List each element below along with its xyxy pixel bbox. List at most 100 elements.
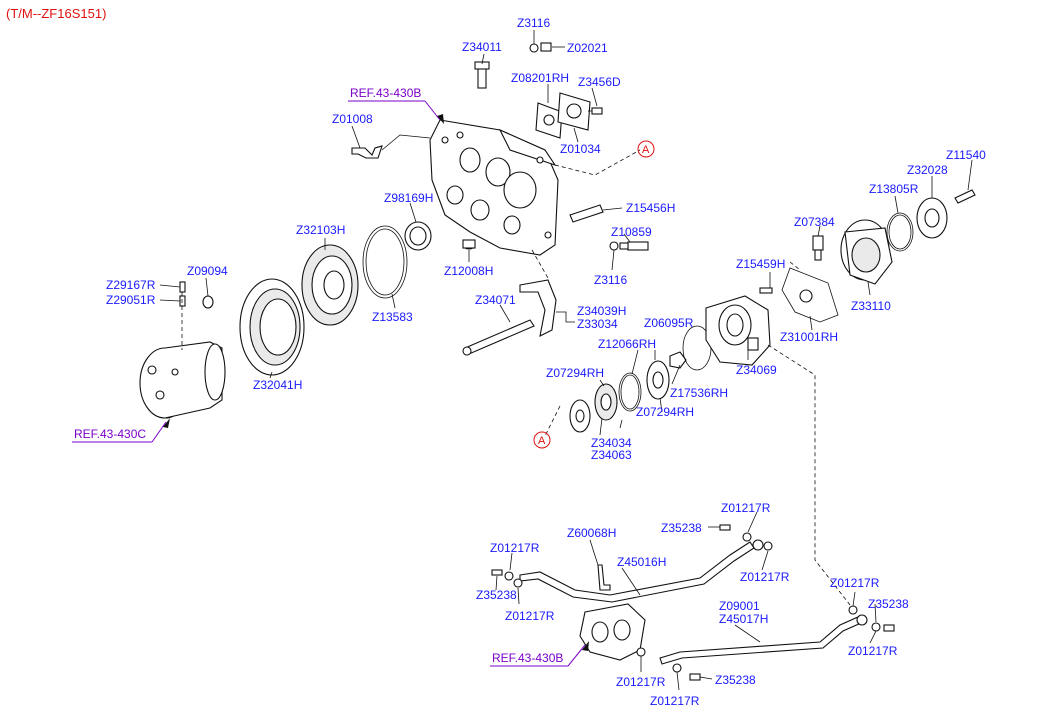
label-z12066rh[interactable]: Z12066RH: [598, 337, 656, 351]
flange-z33110: [840, 219, 893, 285]
ring-z12066rh: [618, 372, 642, 412]
label-z34011[interactable]: Z34011: [462, 40, 502, 54]
label-z01217r-2[interactable]: Z01217R: [490, 541, 540, 555]
label-z10859[interactable]: Z10859: [611, 225, 652, 239]
label-z01008[interactable]: Z01008: [332, 112, 373, 126]
label-z32103h[interactable]: Z32103H: [296, 223, 345, 237]
label-z01217r-5[interactable]: Z01217R: [830, 576, 880, 590]
washer-z01217r-bottom-b: [672, 663, 682, 673]
label-z29051r[interactable]: Z29051R: [106, 293, 156, 307]
bolt-z35238-right: [883, 624, 895, 632]
label-z34071[interactable]: Z34071: [475, 293, 516, 307]
label-z45017h[interactable]: Z45017H: [719, 612, 768, 626]
label-z32041h[interactable]: Z32041H: [253, 378, 302, 392]
label-z09094[interactable]: Z09094: [187, 264, 228, 278]
label-z31001rh[interactable]: Z31001RH: [780, 330, 838, 344]
marker-a-mid: A: [533, 431, 551, 449]
label-z13805r[interactable]: Z13805R: [869, 182, 919, 196]
label-z35238-3[interactable]: Z35238: [868, 597, 909, 611]
bolt-z11540: [954, 189, 976, 204]
label-z02021[interactable]: Z02021: [567, 41, 608, 55]
label-z98169h[interactable]: Z98169H: [384, 191, 433, 205]
label-z35238-1[interactable]: Z35238: [661, 521, 702, 535]
label-z60068h[interactable]: Z60068H: [567, 526, 616, 540]
label-z01217r-7[interactable]: Z01217R: [616, 675, 666, 689]
label-z34034[interactable]: Z34034: [591, 436, 632, 450]
bolt-z35238-top: [719, 524, 731, 531]
label-z13583[interactable]: Z13583: [372, 310, 413, 324]
label-z01034[interactable]: Z01034: [560, 142, 601, 156]
bolt-z35238-bottom: [689, 673, 701, 681]
shift-fork-z34039h: [519, 279, 557, 337]
label-z3116-mid[interactable]: Z3116: [594, 273, 627, 287]
gasket-z31001rh: [781, 267, 839, 323]
label-z34069[interactable]: Z34069: [736, 363, 777, 377]
transmission-housing: [429, 119, 559, 256]
label-z34063[interactable]: Z34063: [591, 448, 632, 462]
label-z12008h[interactable]: Z12008H: [444, 264, 493, 278]
label-z07384[interactable]: Z07384: [794, 215, 835, 229]
label-z15456h[interactable]: Z15456H: [626, 201, 675, 215]
svg-text:A: A: [642, 144, 650, 156]
label-z08201rh[interactable]: Z08201RH: [511, 71, 569, 85]
washer-z34034: [569, 399, 591, 433]
oil-line-z45016h: [519, 539, 764, 603]
label-z17536rh[interactable]: Z17536RH: [670, 386, 728, 400]
bushing-z12008h: [462, 239, 476, 250]
cover-z01034: [557, 92, 591, 131]
label-z01217r-1[interactable]: Z01217R: [721, 501, 771, 515]
bolt-z07384: [812, 235, 824, 261]
bearing-z07294rh: [594, 383, 618, 421]
shift-shaft-z34071: [462, 319, 535, 356]
bolt-z3456d: [588, 107, 603, 115]
washer-z32028: [916, 197, 948, 239]
ref-label-left[interactable]: REF.43-430C: [74, 427, 146, 441]
leader-lines: [159, 30, 973, 691]
label-z33110[interactable]: Z33110: [851, 299, 891, 313]
label-z11540[interactable]: Z11540: [946, 148, 986, 162]
washer-z01217r-right-a: [848, 605, 858, 615]
label-z3456d[interactable]: Z3456D: [578, 75, 621, 89]
oring-z13805r: [886, 212, 914, 252]
label-z3116-top[interactable]: Z3116: [517, 16, 550, 30]
washer-z3116-mid: [609, 241, 619, 251]
washer-z01217r-left-a: [504, 571, 514, 581]
label-z45016h[interactable]: Z45016H: [617, 555, 666, 569]
label-z33034[interactable]: Z33034: [577, 317, 618, 331]
ref-label-bottom[interactable]: REF.43-430B: [492, 651, 563, 665]
label-z06095r[interactable]: Z06095R: [644, 316, 694, 330]
washer-z3116: [529, 43, 539, 53]
part-labels: Z3116 Z34011 Z02021 Z08201RH Z3456D Z010…: [106, 16, 986, 708]
housing-z34069: [705, 295, 771, 366]
ref-label-top[interactable]: REF.43-430B: [350, 86, 421, 100]
label-z07294rh-b[interactable]: Z07294RH: [636, 405, 694, 419]
label-z34039h[interactable]: Z34039H: [577, 304, 626, 318]
label-z35238-4[interactable]: Z35238: [715, 673, 756, 687]
label-z15459h[interactable]: Z15459H: [736, 257, 785, 271]
label-z01217r-8[interactable]: Z01217R: [650, 694, 700, 708]
washer-z01217r-top-b: [763, 541, 773, 551]
label-z35238-2[interactable]: Z35238: [476, 588, 517, 602]
label-z32028[interactable]: Z32028: [907, 163, 948, 177]
bracket-z60068h: [597, 564, 611, 591]
pin-z29051r: [179, 295, 186, 307]
ref-callout-top: REF.43-430B: [348, 86, 444, 124]
marker-a-top: A: [637, 140, 655, 158]
oil-line-z45017h: [659, 614, 868, 665]
diagram-title: (T/M--ZF16S151): [6, 6, 106, 21]
flange-z32041-assembly: [139, 341, 226, 419]
pin-z29167r: [179, 281, 186, 293]
bolt-z15459h: [759, 287, 773, 294]
label-z09001[interactable]: Z09001: [719, 599, 760, 613]
washer-z01217r-bottom-a: [636, 647, 646, 657]
label-z01217r-4[interactable]: Z01217R: [505, 609, 555, 623]
label-z07294rh-a[interactable]: Z07294RH: [546, 366, 604, 380]
label-z29167r[interactable]: Z29167R: [106, 278, 156, 292]
switch-z10859: [619, 241, 649, 251]
valve-block: [579, 603, 646, 661]
seal-z98169h: [404, 221, 432, 251]
label-z01217r-3[interactable]: Z01217R: [740, 570, 790, 584]
label-z01217r-6[interactable]: Z01217R: [848, 644, 898, 658]
gasket-z08201rh: [535, 102, 563, 139]
